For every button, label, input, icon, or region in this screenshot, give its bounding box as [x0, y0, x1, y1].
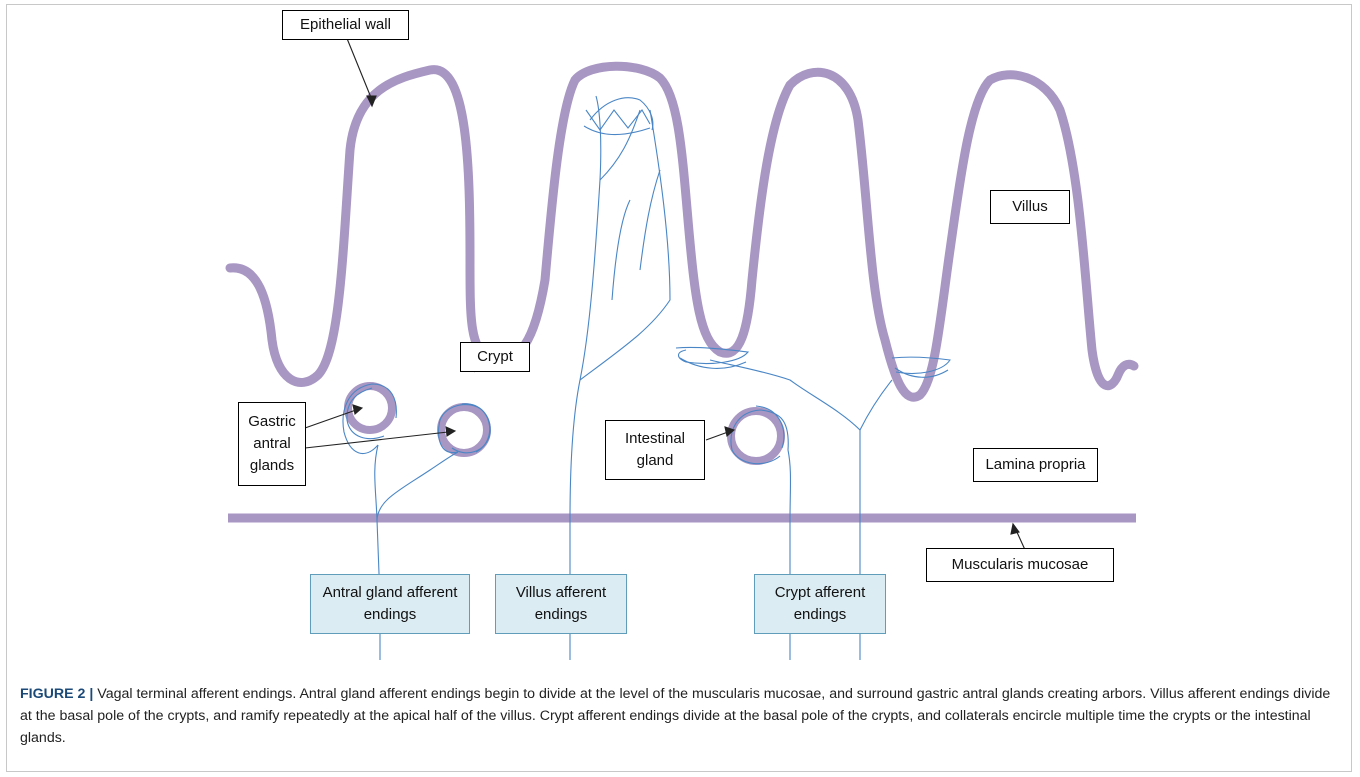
label-muscularis-mucosae: Muscularis mucosae	[926, 548, 1114, 582]
figure-caption: FIGURE 2 | Vagal terminal afferent endin…	[20, 683, 1340, 749]
label-crypt-afferent-endings: Crypt afferent endings	[754, 574, 886, 634]
caption-title: FIGURE 2 |	[20, 686, 93, 702]
label-gastric-antral-glands: Gastric antral glands	[238, 402, 306, 486]
label-intestinal-gland: Intestinal gland	[605, 420, 705, 480]
label-epithelial-wall: Epithelial wall	[282, 10, 409, 40]
intestinal-gland	[731, 411, 781, 461]
label-villus: Villus	[990, 190, 1070, 224]
label-crypt: Crypt	[460, 342, 530, 372]
label-villus-afferent-endings: Villus afferent endings	[495, 574, 627, 634]
diagram-canvas	[0, 0, 1360, 680]
label-lamina-propria: Lamina propria	[973, 448, 1098, 482]
label-antral-gland-afferent-endings: Antral gland afferent endings	[310, 574, 470, 634]
caption-text: Vagal terminal afferent endings. Antral …	[20, 686, 1330, 746]
